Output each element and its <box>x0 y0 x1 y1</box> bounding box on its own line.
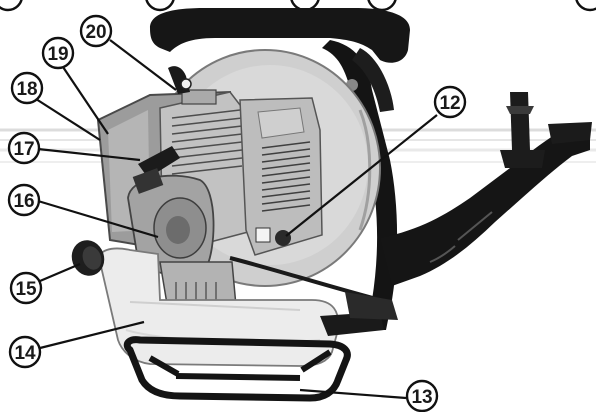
callout-label-12: 12 <box>439 93 460 114</box>
leader-19 <box>62 66 109 135</box>
leader-15 <box>39 262 81 283</box>
callout-19: 19 <box>41 36 75 70</box>
leader-lines <box>35 39 438 400</box>
leader-18 <box>35 98 101 141</box>
blower-tube <box>380 92 592 286</box>
callout-label-15: 15 <box>15 279 37 300</box>
callout-label-17: 17 <box>13 139 34 160</box>
callout-12: 12 <box>433 85 467 119</box>
callout-16: 16 <box>7 183 41 217</box>
leader-17 <box>37 147 141 162</box>
leader-20 <box>109 39 177 91</box>
callout-label-16: 16 <box>13 191 34 212</box>
callout-label-13: 13 <box>411 387 432 408</box>
engine-body <box>96 66 381 311</box>
callout-label-14: 14 <box>14 343 36 364</box>
cropped-callouts-top <box>0 0 596 12</box>
callout-17: 17 <box>7 131 41 165</box>
callout-label-20: 20 <box>85 22 106 43</box>
leader-12 <box>285 114 438 237</box>
leader-16 <box>37 199 159 239</box>
callout-label-18: 18 <box>16 79 37 100</box>
callout-14: 14 <box>8 335 42 369</box>
callout-13: 13 <box>405 379 439 412</box>
base-frame <box>123 292 398 402</box>
leader-13 <box>299 388 407 400</box>
callout-label-19: 19 <box>47 44 68 65</box>
callout-18: 18 <box>10 71 44 105</box>
callout-15: 15 <box>9 271 43 305</box>
callout-20: 20 <box>79 14 113 48</box>
leader-14 <box>39 320 145 350</box>
